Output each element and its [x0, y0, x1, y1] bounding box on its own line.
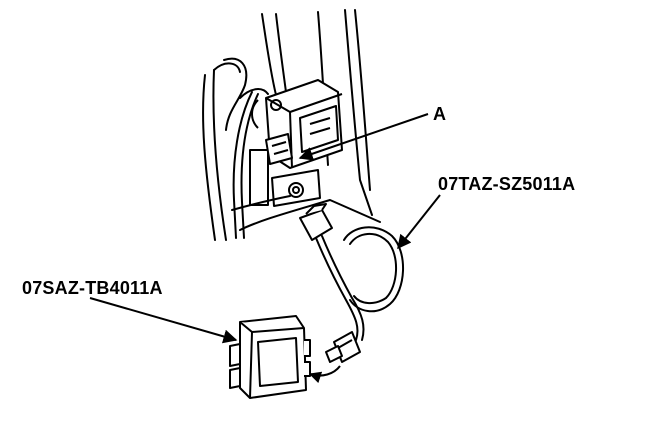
callout-label-a: A	[433, 104, 447, 124]
leader-line-tester	[89, 297, 238, 344]
harness-part-number: 07TAZ-SZ5011A	[438, 174, 576, 194]
tester-part-number: 07SAZ-TB4011A	[22, 278, 163, 298]
harness-connector	[299, 203, 333, 241]
leader-line-a	[298, 113, 429, 161]
tester-box	[229, 315, 311, 399]
connector-a	[265, 133, 293, 165]
vehicle-wire-harness	[232, 88, 269, 239]
control-unit	[249, 79, 343, 207]
harness-end-plug	[325, 331, 361, 363]
leader-line-harness	[397, 194, 441, 250]
test-harness-cable	[315, 226, 404, 341]
vehicle-pillar-structure	[202, 9, 381, 241]
connection-arrow	[308, 365, 341, 384]
